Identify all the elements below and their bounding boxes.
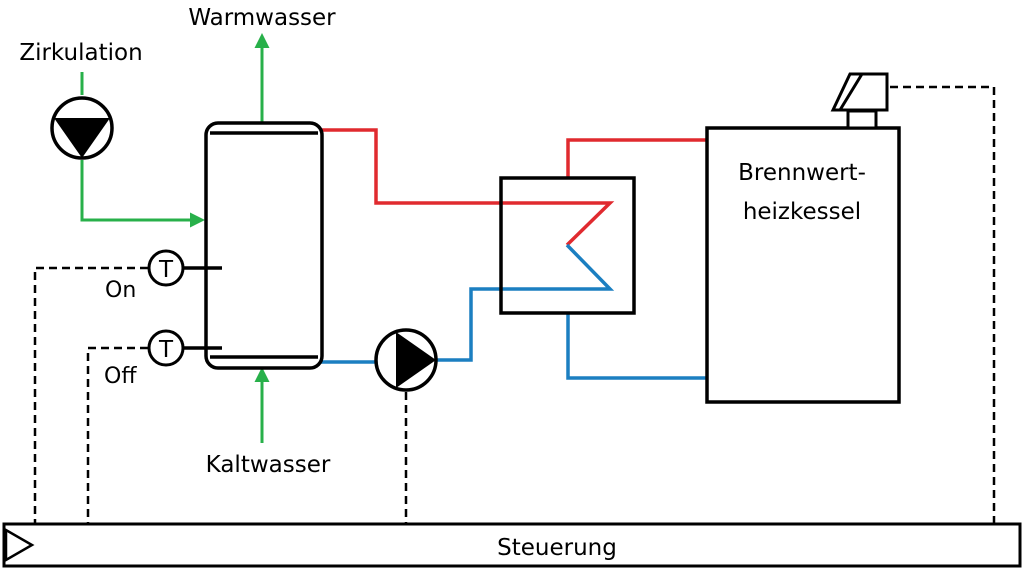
storage-tank — [204, 121, 324, 370]
cold-water-label: Kaltwasser — [206, 452, 331, 478]
charging-pump — [374, 328, 438, 392]
circulation-pump — [50, 96, 114, 160]
control-bar — [2, 522, 1022, 568]
cold-pipes — [320, 243, 707, 380]
condensing-boiler — [705, 126, 901, 404]
boiler-label-line1: Brennwert- — [738, 160, 866, 186]
hot-pipe-storage-to-exchanger — [320, 128, 615, 247]
drinking-water-lines — [80, 33, 270, 443]
control-signal-lines — [33, 85, 996, 524]
heat-exchanger — [499, 176, 636, 315]
control-label: Steuerung — [497, 535, 617, 561]
sensor-off-label: T — [158, 337, 174, 363]
sensor-stems — [184, 266, 222, 350]
on-label: On — [105, 278, 136, 303]
circulation-label: Zirkulation — [19, 40, 142, 66]
signal-line-boiler — [890, 85, 996, 524]
flue-chimney — [830, 72, 889, 130]
control-play-icon — [4, 527, 35, 563]
signal-line-off-sensor — [86, 346, 148, 524]
boiler-label-line2: heizkessel — [743, 199, 861, 225]
off-label: Off — [104, 364, 137, 389]
signal-line-on-sensor — [33, 266, 148, 524]
cold-pipe-exchanger-to-boiler — [566, 313, 707, 380]
circulation-line — [80, 160, 205, 228]
temperature-sensor-off: T — [147, 329, 185, 367]
hot-pipe-boiler-to-exchanger — [566, 138, 707, 178]
cold-pipe-pump-to-exchanger — [437, 243, 615, 362]
control-unit — [2, 522, 1022, 568]
temperature-sensor-on: T — [147, 249, 185, 287]
sensor-on-label: T — [158, 257, 174, 283]
hot-pipes — [320, 128, 707, 247]
warm-water-label: Warmwasser — [188, 5, 336, 31]
